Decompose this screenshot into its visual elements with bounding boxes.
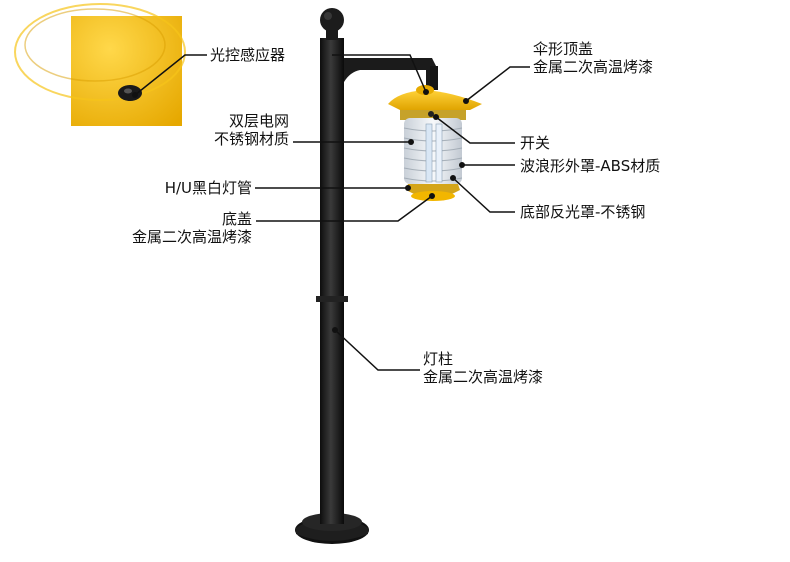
callout-sensor: 光控感应器: [210, 46, 285, 64]
lamp-head: [388, 85, 482, 201]
callout-bottom-reflector: 底部反光罩-不锈钢: [520, 203, 645, 221]
uv-tube: [425, 123, 433, 183]
callout-bottom-reflector-line1: 底部反光罩-不锈钢: [520, 203, 646, 221]
callout-top-cover: 伞形顶盖 金属二次高温烤漆: [533, 40, 653, 76]
callout-top-cover-line2: 金属二次高温烤漆: [533, 58, 654, 76]
callout-outer-cover: 波浪形外罩-ABS材质: [520, 157, 660, 175]
callout-switch-line1: 开关: [520, 134, 551, 152]
switch-knob: [428, 111, 434, 117]
callout-sensor-line1: 光控感应器: [210, 46, 286, 64]
callout-pole-line1: 灯柱: [423, 350, 454, 368]
callout-switch: 开关: [520, 134, 550, 152]
callout-bottom-cover-line1: 底盖: [221, 210, 252, 228]
sensor-closeup-inset: [14, 3, 186, 126]
callout-outer-cover-line1: 波浪形外罩-ABS材质: [520, 157, 661, 175]
callout-tube-line1: H/U黑白灯管: [164, 179, 252, 197]
callout-pole: 灯柱 金属二次高温烤漆: [423, 350, 543, 386]
callout-tube: H/U黑白灯管: [120, 179, 252, 197]
callout-top-cover-line1: 伞形顶盖: [533, 40, 594, 58]
lamp-pole: [295, 8, 438, 544]
umbrella-top-cover: [388, 90, 482, 110]
leader-lines: [134, 54, 530, 371]
callout-electric-net: 双层电网 不锈钢材质: [186, 112, 289, 148]
callout-electric-net-line1: 双层电网: [228, 112, 289, 130]
callout-electric-net-line2: 不锈钢材质: [213, 130, 289, 148]
callout-pole-line2: 金属二次高温烤漆: [423, 368, 544, 386]
callout-bottom-cover-line2: 金属二次高温烤漆: [131, 228, 252, 246]
callout-bottom-cover: 底盖 金属二次高温烤漆: [80, 210, 252, 246]
